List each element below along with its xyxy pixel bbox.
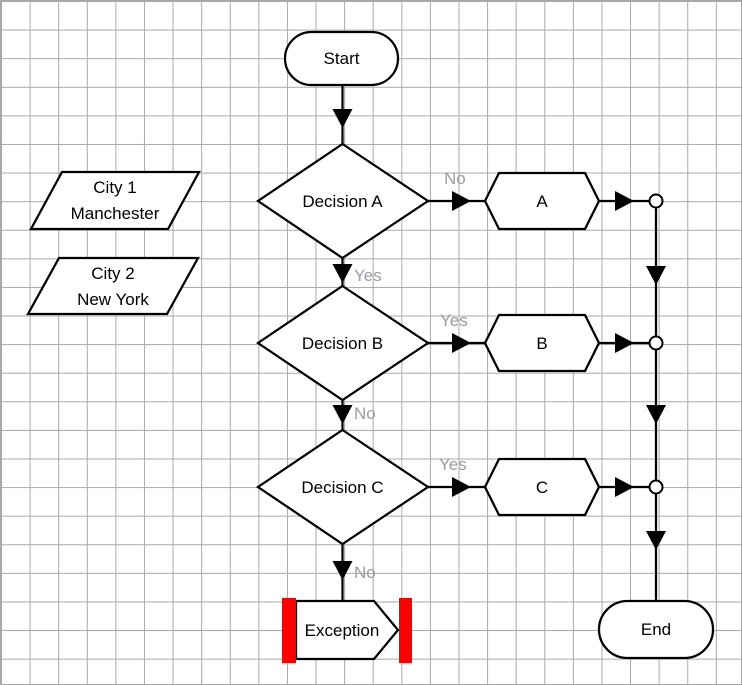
city1-value: Manchester <box>71 204 160 223</box>
arrowhead-down-icon <box>646 405 666 424</box>
connector-decision-b-result-b[interactable] <box>428 333 485 353</box>
result-b-label: B <box>536 334 547 353</box>
junction-circle-a[interactable] <box>648 193 664 209</box>
edge-label-decision-b-yes[interactable]: Yes <box>440 311 468 330</box>
decision-a-label: Decision A <box>302 192 383 211</box>
end-node[interactable]: End <box>597 599 715 660</box>
arrowhead-right-icon <box>452 333 471 353</box>
arrowhead-down-icon <box>646 531 666 550</box>
arrowhead-right-icon <box>615 333 634 353</box>
city1-data-node[interactable]: City 1 Manchester <box>29 170 201 231</box>
connector-start-decision-a[interactable] <box>332 85 353 144</box>
start-node[interactable]: Start <box>283 30 400 87</box>
decision-b-label: Decision B <box>302 334 383 353</box>
arrowhead-right-icon <box>615 191 634 211</box>
decision-a-node[interactable]: Decision A <box>255 142 431 260</box>
city2-value: New York <box>77 290 149 309</box>
connector-result-a-junction[interactable] <box>599 191 649 211</box>
decision-c-node[interactable]: Decision C <box>255 428 431 546</box>
connector-decision-c-result-c[interactable] <box>428 477 485 497</box>
connector-decision-a-result-a[interactable] <box>428 191 485 211</box>
edge-label-decision-c-no[interactable]: No <box>354 563 376 582</box>
result-a-node[interactable]: A <box>483 171 601 231</box>
arrowhead-right-icon <box>615 477 634 497</box>
result-a-label: A <box>536 192 548 211</box>
edge-label-decision-a-no[interactable]: No <box>444 169 466 188</box>
result-c-node[interactable]: C <box>483 457 601 517</box>
exception-label: Exception <box>305 621 380 640</box>
result-b-node[interactable]: B <box>483 313 601 373</box>
exception-node[interactable]: Exception <box>282 598 412 663</box>
result-c-label: C <box>536 478 548 497</box>
arrowhead-down-icon <box>646 266 666 285</box>
arrowhead-right-icon <box>452 191 471 211</box>
connector-decision-a-decision-b[interactable] <box>332 258 353 286</box>
end-label: End <box>641 620 671 639</box>
start-label: Start <box>324 49 360 68</box>
arrowhead-down-icon <box>332 405 353 424</box>
city2-title: City 2 <box>91 264 134 283</box>
connector-junctions-end[interactable] <box>646 201 666 601</box>
city1-title: City 1 <box>93 178 136 197</box>
arrowhead-right-icon <box>452 477 471 497</box>
connector-result-b-junction[interactable] <box>599 333 649 353</box>
connector-decision-c-exception[interactable] <box>332 544 353 601</box>
decision-b-node[interactable]: Decision B <box>255 284 431 402</box>
connector-result-c-junction[interactable] <box>599 477 649 497</box>
arrowhead-down-icon <box>332 109 353 128</box>
arrowhead-down-icon <box>332 561 353 580</box>
decision-c-label: Decision C <box>301 478 383 497</box>
arrowhead-down-icon <box>332 264 353 283</box>
exception-left-bar <box>282 598 296 663</box>
connector-decision-b-decision-c[interactable] <box>332 400 353 430</box>
junction-circle-c[interactable] <box>648 479 664 495</box>
edge-label-decision-a-yes[interactable]: Yes <box>354 266 382 285</box>
edge-label-decision-b-no[interactable]: No <box>354 404 376 423</box>
junction-circle-b[interactable] <box>648 335 664 351</box>
city2-data-node[interactable]: City 2 New York <box>26 256 200 316</box>
edge-label-decision-c-yes[interactable]: Yes <box>439 455 467 474</box>
exception-right-bar <box>399 598 412 663</box>
